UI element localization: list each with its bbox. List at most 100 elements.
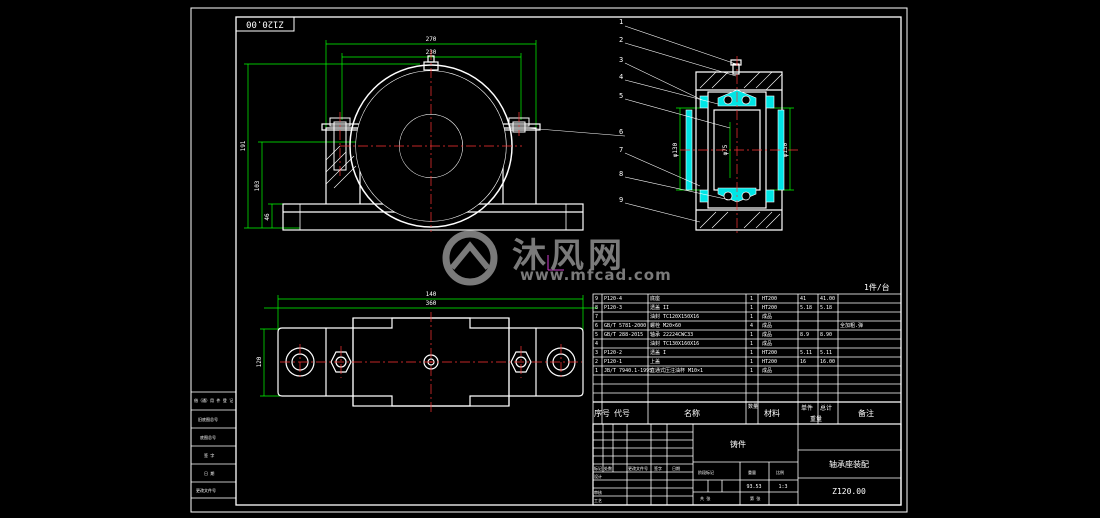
bom-cell-remark: 全加粗.弹 xyxy=(840,322,863,329)
title-material: 铸件 xyxy=(730,439,746,449)
bom-cell-seq: 6 xyxy=(595,323,598,329)
bom-cell-w2: 16.00 xyxy=(820,359,835,365)
bom-cell-seq: 7 xyxy=(595,314,598,320)
bom-cell-w1: 16 xyxy=(800,359,806,365)
drawing-number-box: Z120.00 xyxy=(235,16,295,32)
dim-plan-inner: 360 xyxy=(426,300,437,307)
watermark-logo-icon xyxy=(442,230,498,286)
balloon-8: 8 xyxy=(619,170,623,178)
bom-cell-code: GB/T 288-2015 xyxy=(604,332,643,338)
bom-header-name: 名称 xyxy=(684,408,700,418)
bom-cell-code: P120-4 xyxy=(604,296,622,302)
bom-header-weight: 重量 xyxy=(810,415,822,423)
balloon-6: 6 xyxy=(619,128,623,136)
bom-header-material: 材料 xyxy=(764,408,780,418)
balloon-1: 1 xyxy=(619,18,623,26)
watermark-text: 沐风网 xyxy=(512,236,626,276)
bom-header-code: 代号 xyxy=(614,408,630,418)
balloon-5: 5 xyxy=(619,92,623,100)
tb-label-weight: 重量 xyxy=(748,469,756,475)
bom-cell-seq: 5 xyxy=(595,332,598,338)
bom-cell-name: 底座 xyxy=(650,295,660,302)
tb-label-process: 工艺 xyxy=(594,498,602,503)
bom-cell-w1: 5.18 xyxy=(800,305,812,311)
bom-header: 序号 代号 名称 数量 材料 单件 总计 重量 备注 xyxy=(594,403,874,423)
bom-cell-code: P120-1 xyxy=(604,359,622,365)
tb-label-change: 更改文件号 xyxy=(628,465,648,471)
dim-top-outer: 270 xyxy=(426,36,437,43)
watermark: 沐风网 www.mfcad.com xyxy=(440,226,680,296)
title-drawing-no: Z120.00 xyxy=(832,487,866,496)
bom-cell-qty: 1 xyxy=(750,305,753,311)
dim-height-base: 46 xyxy=(264,213,271,221)
bom-cell-name: 透盖 I xyxy=(650,349,666,356)
tb-label-sheet: 第 张 xyxy=(750,495,760,501)
bom-cell-qty: 1 xyxy=(750,296,753,302)
bom-cell-code: JB/T 7940.1-1995 xyxy=(604,368,652,374)
tb-label-stage: 阶段标记 xyxy=(698,469,714,475)
bom-cell-material: HT200 xyxy=(762,305,777,311)
bom-header-seq: 序号 xyxy=(594,408,610,418)
bom-cell-material: 成品 xyxy=(762,322,772,329)
bom-cell-w2: 8.90 xyxy=(820,332,832,338)
watermark-url: www.mfcad.com xyxy=(520,266,672,284)
bom-cell-name: 透盖 II xyxy=(650,304,669,311)
title-block: 铸件 轴承座装配 Z120.00 93.53 1:3 标记 处数 更改文件号 签… xyxy=(592,423,902,506)
bom-header-remark: 备注 xyxy=(858,408,874,418)
bom-cell-material: HT200 xyxy=(762,296,777,302)
bom-header-total: 总计 xyxy=(820,404,832,412)
balloon-3: 3 xyxy=(619,56,623,64)
dim-plan-height: 120 xyxy=(256,356,263,367)
dim-height-center: 103 xyxy=(254,180,261,191)
bom-cell-qty: 1 xyxy=(750,350,753,356)
bom-cell-material: HT200 xyxy=(762,350,777,356)
bom-cell-name: 油封 TC120X150X16 xyxy=(650,313,699,320)
inner-border xyxy=(235,16,902,506)
bom-cell-name: 直通式压注油杯 M10×1 xyxy=(650,367,703,374)
title-scale-a: 93.53 xyxy=(746,484,761,490)
bom-cell-w2: 5.18 xyxy=(820,305,832,311)
balloon-labels: 1 2 3 4 5 6 7 8 9 xyxy=(619,18,623,204)
side-row-2: 底图总号 xyxy=(200,434,216,440)
side-block: 借（通）用 件 登 记 旧底图总号 底图总号 签 字 日 期 更改文件号 xyxy=(190,391,237,499)
outer-border xyxy=(190,7,908,513)
side-row-1: 旧底图总号 xyxy=(198,416,218,422)
side-row-4: 日 期 xyxy=(204,470,214,476)
bom-cell-seq: 1 xyxy=(595,368,598,374)
hatch-left-boss xyxy=(325,145,357,189)
bom-header-unit: 单件 xyxy=(801,404,813,412)
plan-view: 140 360 120 xyxy=(256,291,597,412)
bom-cell-qty: 1 xyxy=(750,314,753,320)
bom-cell-w2: 41.00 xyxy=(820,296,835,302)
bom-cell-seq: 4 xyxy=(595,341,598,347)
bom-cell-seq: 8 xyxy=(595,305,598,311)
drawing-number-text: Z120.00 xyxy=(246,19,284,29)
bom-cell-qty: 4 xyxy=(750,323,753,329)
bom-cell-w2: 5.11 xyxy=(820,350,832,356)
balloon-2: 2 xyxy=(619,36,623,44)
bom-cell-name: 轴承 22224CWC33 xyxy=(650,331,693,338)
side-row-5: 更改文件号 xyxy=(196,487,216,493)
cursor-mark-icon xyxy=(547,255,564,271)
bom-cell-name: 油封 TC130X160X16 xyxy=(650,340,699,347)
balloon-7: 7 xyxy=(619,146,623,154)
bom-cell-material: 成品 xyxy=(762,340,772,347)
bom-cell-name: 上盖 xyxy=(650,358,660,365)
bom-cell-w1: 41 xyxy=(800,296,806,302)
bom-cell-code: P120-2 xyxy=(604,350,622,356)
tb-label-mark: 标记 xyxy=(594,465,602,471)
bom-cell-qty: 1 xyxy=(750,359,753,365)
dim-section-left: φ130 xyxy=(672,142,679,157)
tb-label-total-sheets: 共 张 xyxy=(700,495,710,501)
tb-label-scale: 比例 xyxy=(776,469,784,475)
bom-cell-seq: 2 xyxy=(595,359,598,365)
tb-label-design: 设计 xyxy=(594,473,602,479)
bom-header-qty: 数量 xyxy=(748,403,758,410)
bom-cell-material: 成品 xyxy=(762,367,772,374)
bom-cell-code: P120-3 xyxy=(604,305,622,311)
title-scale-b: 1:3 xyxy=(778,484,787,490)
side-row-3: 签 字 xyxy=(204,452,214,458)
tb-label-date: 日期 xyxy=(672,465,680,471)
